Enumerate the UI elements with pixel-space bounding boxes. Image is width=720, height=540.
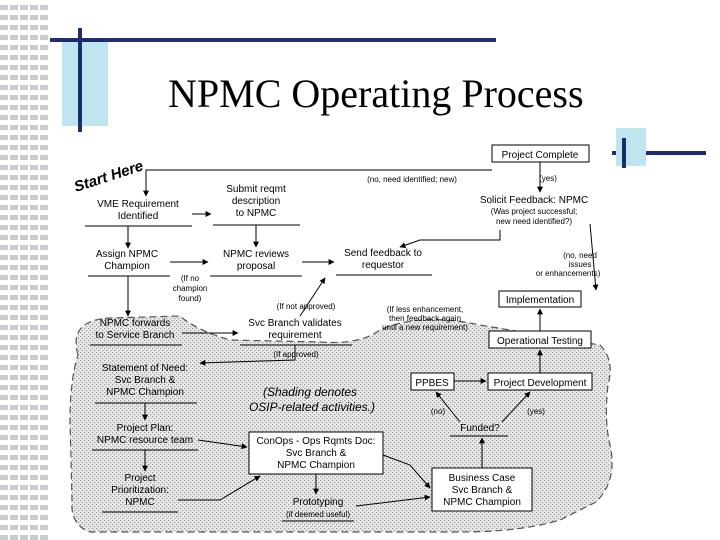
node-conops-line3: NPMC Champion (277, 460, 355, 471)
node-conops-line2: Svc Branch & (286, 448, 347, 459)
label-no-need: (no, need identified; new) (367, 175, 457, 184)
arrow-solicit-to-sendfb (399, 230, 501, 249)
label-yes-bottom: (yes) (527, 407, 545, 416)
arrow-project-complete-to-vme (143, 169, 492, 197)
label-defined-line3: or enhancements) (536, 269, 601, 278)
arrow-validates-to-son (199, 345, 296, 366)
node-vme-line1: VME Requirement (97, 199, 179, 210)
node-reviews-line1: NPMC reviews (223, 249, 289, 260)
arrow-funded-to-ppbes (435, 391, 461, 423)
node-bc-line1: Business Case (449, 473, 516, 484)
node-forwards-line2: to Service Branch (96, 330, 175, 341)
node-proto-line1: Prototyping (293, 497, 344, 508)
node-project-development-label: Project Development (494, 378, 587, 389)
label-enh-line3: until a new requirement) (382, 323, 468, 332)
page-title: NPMC Operating Process (168, 71, 584, 116)
right-accent-bar-vertical (622, 138, 626, 168)
right-accent-light-block (616, 128, 646, 166)
label-defined-line2: issues (569, 260, 592, 269)
node-submit-line2: description (232, 196, 280, 207)
node-assign-line2: Champion (104, 261, 150, 272)
node-ppbes-label: PPBES (415, 378, 449, 389)
node-son-line2: Svc Branch & (115, 375, 176, 386)
node-implementation (498, 290, 582, 308)
node-prior-line3: NPMC (125, 497, 154, 508)
arrow-solicit-to-implementation-loop (589, 223, 599, 291)
node-bc-line2: Svc Branch & (452, 485, 513, 496)
node-implementation-label: Implementation (506, 295, 574, 306)
label-enh-line1: (If less enhancement, (387, 305, 463, 314)
diagram-connectors (125, 162, 599, 507)
node-bc-line3: NPMC Champion (443, 497, 521, 508)
arrow-proto-to-bc (355, 494, 431, 507)
node-sendfb-line2: requestor (362, 260, 405, 271)
title-accent-light-block (62, 40, 108, 126)
right-accent-bar (612, 151, 706, 155)
label-approved: (If approved) (273, 350, 319, 359)
node-plan-line2: NPMC resource team (97, 435, 193, 446)
node-solicit-line3: new need identified?) (496, 217, 572, 226)
node-proto-line2: (if deemed useful) (286, 510, 350, 519)
arrow-prior-to-conops (178, 475, 261, 501)
label-defined-line1: (no, need (563, 251, 597, 260)
node-conops-line1: ConOps - Ops Rqmts Doc: (257, 436, 376, 447)
node-prior-line2: Prioritization: (111, 485, 169, 496)
arrow-plan-to-conops (197, 439, 248, 450)
shading-note-line1: (Shading denotes (263, 385, 357, 399)
label-champion-line3: found) (179, 294, 202, 303)
node-reviews-line2: proposal (237, 261, 275, 272)
node-plan-line1: Project Plan: (117, 423, 174, 434)
node-son-line1: Statement of Need: (102, 363, 188, 374)
start-here-label: Start Here (72, 157, 145, 195)
node-validates-line1: Svc Branch validates (248, 318, 341, 329)
node-business-case (431, 467, 533, 512)
left-stripe-pattern (0, 0, 50, 540)
title-accent-bar-horizontal (50, 38, 496, 42)
shading-note-line2: OSIP-related activities.) (249, 400, 375, 414)
node-prior-line1: Project (124, 473, 155, 484)
label-enh-line2: then feedback again (389, 314, 461, 323)
label-champion-line2: champion (173, 284, 208, 293)
label-yes-top: (yes) (539, 174, 557, 183)
node-submit-line3: to NPMC (236, 208, 277, 219)
arrow-funded-to-development (501, 391, 531, 423)
node-solicit-line2: (Was project successful; (491, 207, 577, 216)
node-submit-line1: Submit reqmt (226, 184, 286, 195)
node-vme-line2: Identified (118, 211, 159, 222)
node-son-line3: NPMC Champion (106, 387, 184, 398)
label-champion-line1: (If no (181, 274, 200, 283)
node-validates-line2: requirement (268, 330, 322, 341)
node-operational-testing-label: Operational Testing (497, 336, 583, 347)
node-funded-label: Funded? (460, 423, 500, 434)
node-conops (248, 431, 384, 475)
arrow-conops-to-bc (382, 454, 431, 489)
label-no-bottom: (no) (431, 407, 446, 416)
node-solicit-line1: Solicit Feedback: NPMC (480, 195, 588, 206)
arrow-validates-to-sendfb (299, 277, 326, 317)
node-forwards-line1: NPMC forwards (100, 318, 171, 329)
title-accent-bar-vertical (78, 28, 82, 132)
node-assign-line1: Assign NPMC (96, 249, 158, 260)
node-project-complete-label: Project Complete (502, 150, 579, 161)
node-sendfb-line1: Send feedback to (344, 248, 422, 259)
